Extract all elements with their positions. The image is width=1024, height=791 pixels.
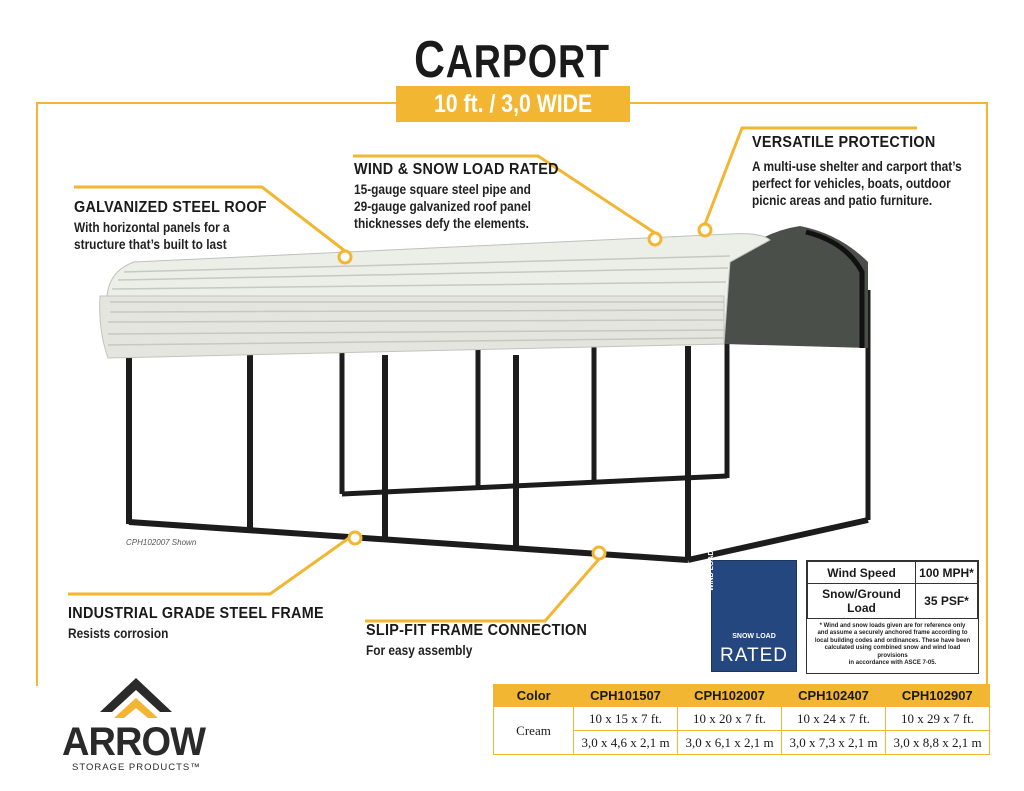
snow-load-value: 35 PSF*: [915, 583, 978, 619]
shown-caption: CPH102007 Shown: [126, 538, 197, 547]
table-row: Cream 10 x 15 x 7 ft. 10 x 20 x 7 ft. 10…: [493, 706, 990, 755]
logo-roof: [100, 678, 172, 712]
subtitle-banner: 10 ft. / 3,0 WIDE: [396, 86, 630, 122]
badge-wind-load: WIND LOAD: [708, 550, 715, 591]
title-rest: ARPORT: [445, 35, 610, 87]
end-arch-frame: [805, 229, 865, 348]
table-row: Wind Speed 100 MPH*: [807, 561, 978, 584]
versatile-callout-line: A multi-use shelter and carport that’s: [752, 159, 962, 174]
load-table: Wind Speed 100 MPH* Snow/Ground Load 35 …: [807, 561, 978, 619]
end-gable: [724, 226, 868, 348]
back-frame: [339, 340, 730, 497]
load-note-line: and assume a securely anchored frame acc…: [817, 630, 968, 637]
wind-callout-line: 15-gauge square steel pipe and: [354, 182, 531, 197]
load-note-line: calculated using combined snow and wind …: [824, 645, 961, 659]
column-header: CPH102907: [885, 684, 990, 707]
table-row: 3,0 x 4,6 x 2,1 m 3,0 x 6,1 x 2,1 m 3,0 …: [494, 730, 990, 755]
imperial-size-cell: 10 x 24 x 7 ft.: [781, 706, 886, 731]
metric-size-cell: 3,0 x 4,6 x 2,1 m: [573, 730, 678, 755]
wind-speed-value: 100 MPH*: [915, 561, 978, 584]
frame-callout-line: Resists corrosion: [68, 626, 169, 641]
frame-top-left: [36, 102, 396, 104]
roof-callout-line: With horizontal panels for a: [74, 220, 230, 235]
callout-leaders: [68, 126, 917, 623]
snow-load-label-line: Load: [847, 601, 876, 615]
wind-snow-badge: WIND LOAD SNOW LOAD RATED: [708, 551, 797, 672]
wind-callout-line: 29-gauge galvanized roof panel: [354, 199, 531, 214]
metric-size-cell: 3,0 x 7,3 x 2,1 m: [781, 730, 886, 755]
versatile-callout-text: A multi-use shelter and carport that’s p…: [752, 158, 962, 209]
table-header-row: Color CPH101507 CPH102007 CPH102407 CPH1…: [493, 684, 990, 707]
versatile-callout-line: perfect for vehicles, boats, outdoor: [752, 176, 951, 191]
versatile-callout-title: VERSATILE PROTECTION: [752, 134, 936, 151]
load-disclaimer: * Wind and snow loads given are for refe…: [807, 619, 978, 671]
imperial-size-cell: 10 x 29 x 7 ft.: [885, 706, 990, 731]
wind-callout-line: thicknesses defy the elements.: [354, 216, 529, 231]
frame-callout-title: INDUSTRIAL GRADE STEEL FRAME: [68, 605, 324, 622]
logo-name: ARROW: [62, 720, 206, 764]
load-note-line: local building codes and ordinances. The…: [814, 637, 971, 644]
badge-snow-load: SNOW LOAD: [732, 633, 776, 640]
frame-left: [36, 102, 38, 686]
slipfit-callout-text: For easy assembly: [366, 642, 472, 659]
column-header: CPH101507: [573, 684, 678, 707]
frame-callout-text: Resists corrosion: [68, 625, 168, 642]
roof-callout-text: With horizontal panels for a structure t…: [74, 219, 230, 253]
load-note-line: in accordance with ASCE 7-05.: [848, 660, 937, 667]
imperial-size-cell: 10 x 20 x 7 ft.: [677, 706, 782, 731]
frame-right: [986, 102, 988, 685]
table-row: Snow/Ground Load 35 PSF*: [807, 583, 978, 619]
roof-callout-title: GALVANIZED STEEL ROOF: [74, 199, 267, 216]
wind-callout-text: 15-gauge square steel pipe and 29-gauge …: [354, 181, 531, 232]
roof-side: [99, 295, 725, 359]
roof-ribs: [107, 255, 731, 346]
logo-subtitle: STORAGE PRODUCTS™: [72, 762, 201, 773]
slipfit-callout-line: For easy assembly: [366, 643, 473, 658]
column-header: Color: [493, 684, 574, 707]
snow-load-label-line: Snow/Ground: [822, 587, 901, 601]
logo-roof-accent: [114, 698, 158, 718]
load-ratings: Wind Speed 100 MPH* Snow/Ground Load 35 …: [806, 560, 979, 674]
column-header: CPH102407: [781, 684, 886, 707]
title-initial: C: [414, 31, 446, 89]
wind-speed-label: Wind Speed: [807, 561, 916, 584]
metric-size-cell: 3,0 x 8,8 x 2,1 m: [885, 730, 990, 755]
imperial-size-cell: 10 x 15 x 7 ft.: [573, 706, 678, 731]
metric-size-cell: 3,0 x 6,1 x 2,1 m: [677, 730, 782, 755]
page-title: CARPORT: [92, 30, 932, 90]
front-frame: [126, 340, 869, 563]
badge-rated: RATED: [720, 645, 788, 666]
color-cell: Cream: [493, 706, 574, 755]
slipfit-callout-title: SLIP-FIT FRAME CONNECTION: [366, 622, 588, 639]
load-note-line: * Wind and snow loads given are for refe…: [819, 623, 966, 629]
snow-load-label: Snow/Ground Load: [807, 583, 916, 619]
spec-table: Color CPH101507 CPH102007 CPH102407 CPH1…: [493, 684, 990, 755]
roof-callout-line: structure that’s built to last: [74, 237, 227, 252]
versatile-callout-line: picnic areas and patio furniture.: [752, 193, 933, 208]
frame-top-right: [630, 102, 988, 104]
subtitle-text: 10 ft. / 3,0 WIDE: [433, 89, 593, 118]
wind-callout-title: WIND & SNOW LOAD RATED: [354, 161, 559, 178]
column-header: CPH102007: [677, 684, 782, 707]
